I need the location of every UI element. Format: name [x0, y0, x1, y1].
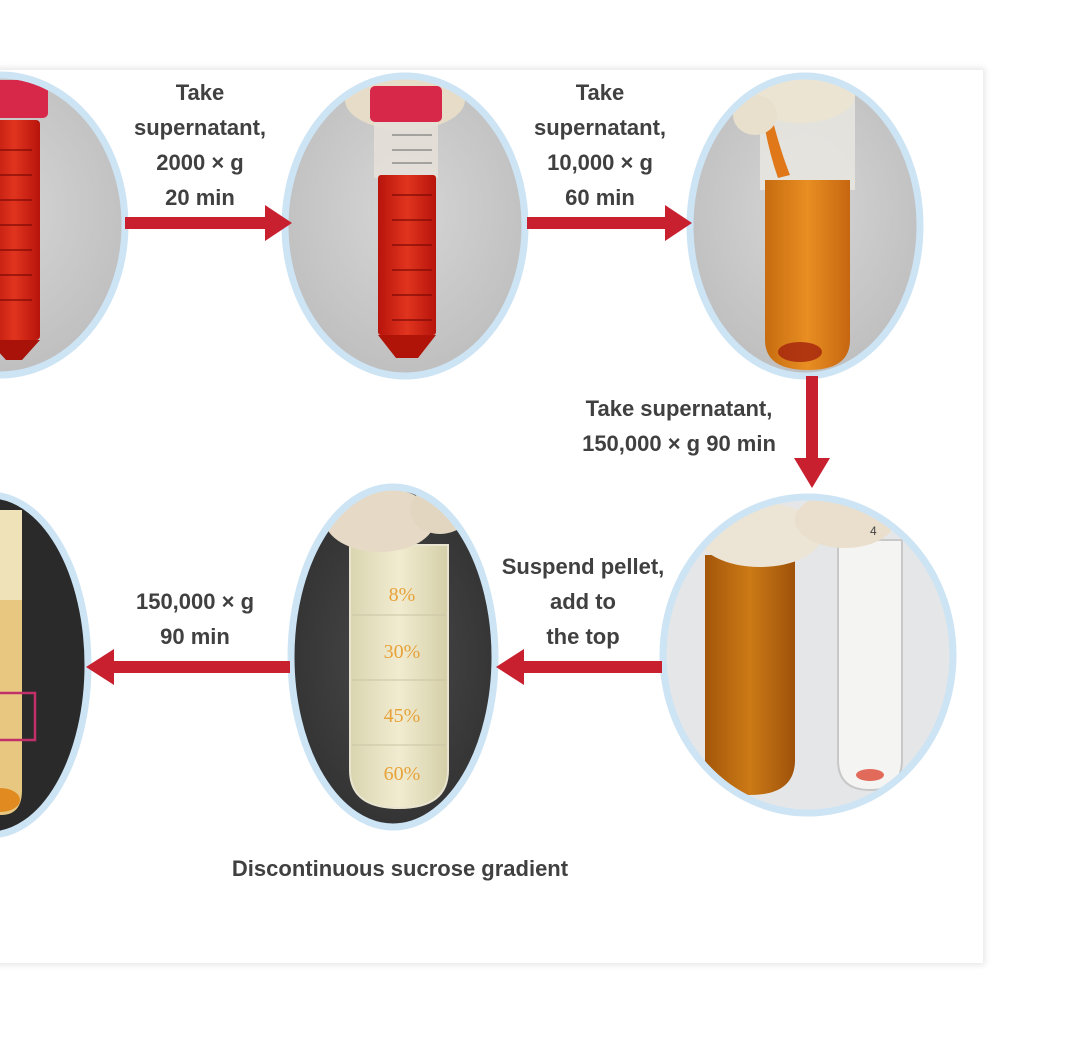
gradient-layer-label: 30% [384, 641, 421, 663]
arrows [86, 205, 830, 685]
gradient-caption: Discontinuous sucrose gradient [231, 856, 569, 881]
photo-tube-final [0, 492, 92, 838]
photo-tubes-150000g: 4 [659, 493, 957, 817]
step2-label: Take supernatant, 10,000 × g 60 min [533, 80, 667, 210]
photo-tube-initial [0, 71, 129, 379]
gradient-layer-label: 60% [384, 763, 421, 785]
step1-label: Take supernatant, 2000 × g 20 min [133, 80, 267, 210]
arrow-left-1 [496, 649, 662, 685]
photo-tube-10000g [686, 72, 924, 380]
tube-number-label: 4 [870, 524, 877, 538]
arrow-right-1 [125, 205, 292, 241]
photo-sucrose-gradient: 8% 30% 45% 60% [287, 483, 499, 831]
gradient-layer-label: 45% [384, 705, 421, 727]
gradient-layer-label: 8% [389, 584, 416, 606]
arrow-down [794, 376, 830, 488]
step5-label: 150,000 × g 90 min [135, 589, 255, 649]
arrow-left-2 [86, 649, 290, 685]
arrow-right-2 [527, 205, 692, 241]
photo-tube-2000g [281, 72, 529, 380]
highlight-box [0, 691, 37, 742]
step3-label: Take supernatant, 150,000 × g 90 min [582, 396, 776, 456]
step4-label: Suspend pellet, add to the top [501, 554, 665, 649]
